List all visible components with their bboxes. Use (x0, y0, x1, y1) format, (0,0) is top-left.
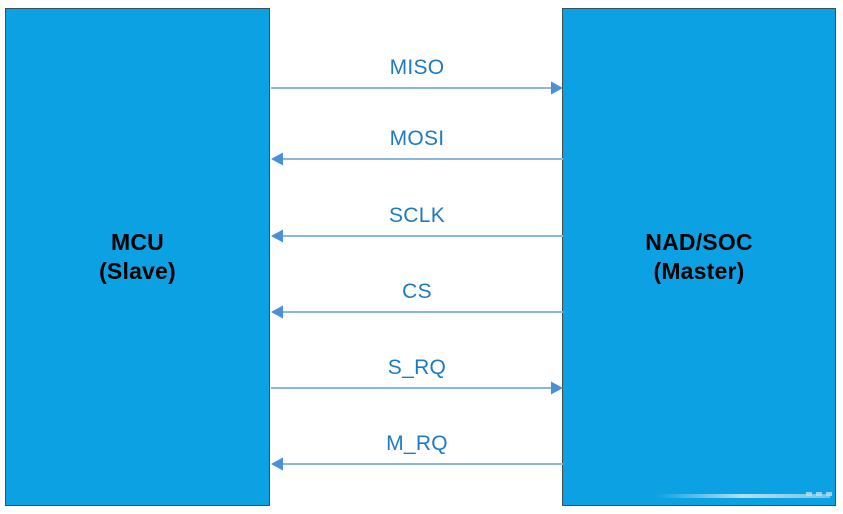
arrow-left-icon (271, 305, 563, 319)
arrow-left-icon (271, 229, 563, 243)
node-mcu-role: (Slave) (99, 258, 176, 284)
arrow-right-icon (271, 81, 563, 95)
signal-mosi-label: MOSI (389, 127, 445, 150)
signal-m-rq-label: M_RQ (386, 432, 448, 455)
signal-s-rq-label: S_RQ (387, 356, 447, 379)
arrow-left-icon (271, 152, 563, 166)
signal-cs-label: CS (402, 280, 432, 303)
node-nad-soc[interactable]: NAD/SOC (Master) (562, 8, 836, 506)
arrow-right-icon (271, 381, 563, 395)
node-nad-soc-title: NAD/SOC (645, 228, 753, 255)
node-nad-soc-role: (Master) (653, 258, 745, 284)
arrow-left-icon (271, 457, 563, 471)
signal-miso-label: MISO (389, 56, 445, 79)
node-mcu-title: MCU (111, 228, 164, 255)
signal-sclk-label: SCLK (388, 204, 446, 227)
node-mcu[interactable]: MCU (Slave) (5, 8, 270, 506)
